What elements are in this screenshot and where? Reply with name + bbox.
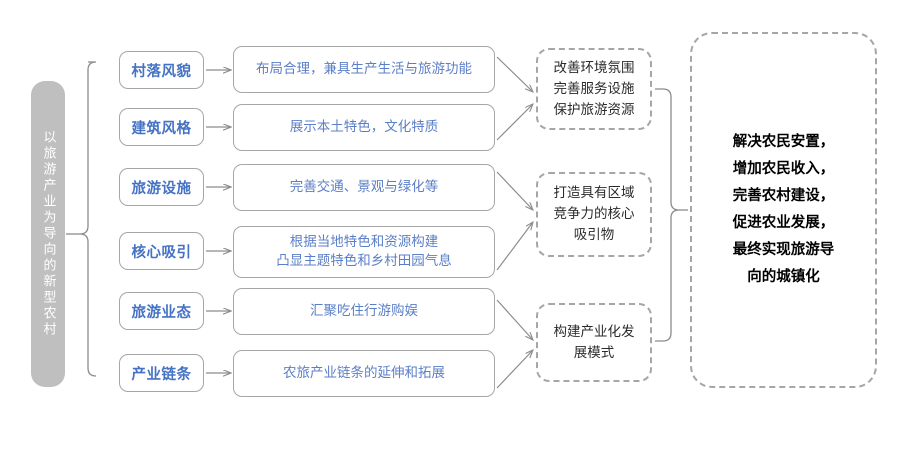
detail-box-5[interactable]: 汇聚吃住行游购娱 xyxy=(233,288,495,335)
detail-text-2: 展示本土特色，文化特质 xyxy=(289,119,439,135)
category-box-2[interactable]: 建筑风格 xyxy=(119,108,204,146)
outcome-text-1: 改善环境氛围 完善服务设施 保护旅游资源 xyxy=(553,59,635,118)
category-label-6: 产业链条 xyxy=(131,366,192,383)
category-label-4: 核心吸引 xyxy=(131,244,192,261)
category-box-1[interactable]: 村落风貌 xyxy=(119,51,204,89)
category-label-2: 建筑风格 xyxy=(131,120,192,137)
detail-box-3[interactable]: 完善交通、景观与绿化等 xyxy=(233,164,495,211)
category-box-5[interactable]: 旅游业态 xyxy=(119,292,204,330)
root-label-text: 以旅游产业为导向的新型农村 xyxy=(40,130,56,338)
category-label-1: 村落风貌 xyxy=(131,63,192,80)
outcome-text-3: 构建产业化发 展模式 xyxy=(553,323,635,361)
outcome-box-1[interactable]: 改善环境氛围 完善服务设施 保护旅游资源 xyxy=(536,48,652,130)
detail-text-4: 根据当地特色和资源构建 凸显主题特色和乡村田园气息 xyxy=(276,234,452,269)
outcome-text-2: 打造具有区域 竞争力的核心 吸引物 xyxy=(553,185,635,243)
outcome-box-3[interactable]: 构建产业化发 展模式 xyxy=(536,303,652,382)
category-label-3: 旅游设施 xyxy=(131,180,192,197)
arrow-out-2a xyxy=(496,171,533,210)
arrow-out-1a xyxy=(496,56,533,92)
outcome-box-2[interactable]: 打造具有区域 竞争力的核心 吸引物 xyxy=(536,172,652,257)
left-brace xyxy=(66,61,97,377)
detail-box-1[interactable]: 布局合理，兼具生产生活与旅游功能 xyxy=(233,46,495,93)
goal-text: 解决农民安置， 增加农民收入， 完善农村建设， 促进农业发展， 最终实现旅游导 … xyxy=(732,134,835,285)
arrow-out-3b xyxy=(496,350,533,389)
detail-box-6[interactable]: 农旅产业链条的延伸和拓展 xyxy=(233,350,495,397)
category-box-3[interactable]: 旅游设施 xyxy=(119,168,204,206)
detail-text-1: 布局合理，兼具生产生活与旅游功能 xyxy=(256,61,472,77)
detail-text-5: 汇聚吃住行游购娱 xyxy=(310,303,418,319)
root-label-bar: 以旅游产业为导向的新型农村 xyxy=(31,81,65,387)
detail-box-2[interactable]: 展示本土特色，文化特质 xyxy=(233,104,495,151)
arrow-out-1b xyxy=(496,104,533,141)
category-box-6[interactable]: 产业链条 xyxy=(119,354,204,392)
category-box-4[interactable]: 核心吸引 xyxy=(119,232,204,270)
detail-text-3: 完善交通、景观与绿化等 xyxy=(289,179,439,195)
arrow-out-3a xyxy=(496,299,533,340)
category-to-detail-arrows xyxy=(206,70,231,373)
right-brace xyxy=(655,88,688,342)
category-label-5: 旅游业态 xyxy=(131,304,192,321)
arrow-out-2b xyxy=(496,222,533,271)
detail-text-6: 农旅产业链条的延伸和拓展 xyxy=(283,365,445,381)
detail-to-outcome-arrows xyxy=(496,56,533,389)
detail-box-4[interactable]: 根据当地特色和资源构建 凸显主题特色和乡村田园气息 xyxy=(233,226,495,278)
goal-box[interactable]: 解决农民安置， 增加农民收入， 完善农村建设， 促进农业发展， 最终实现旅游导 … xyxy=(690,32,877,388)
